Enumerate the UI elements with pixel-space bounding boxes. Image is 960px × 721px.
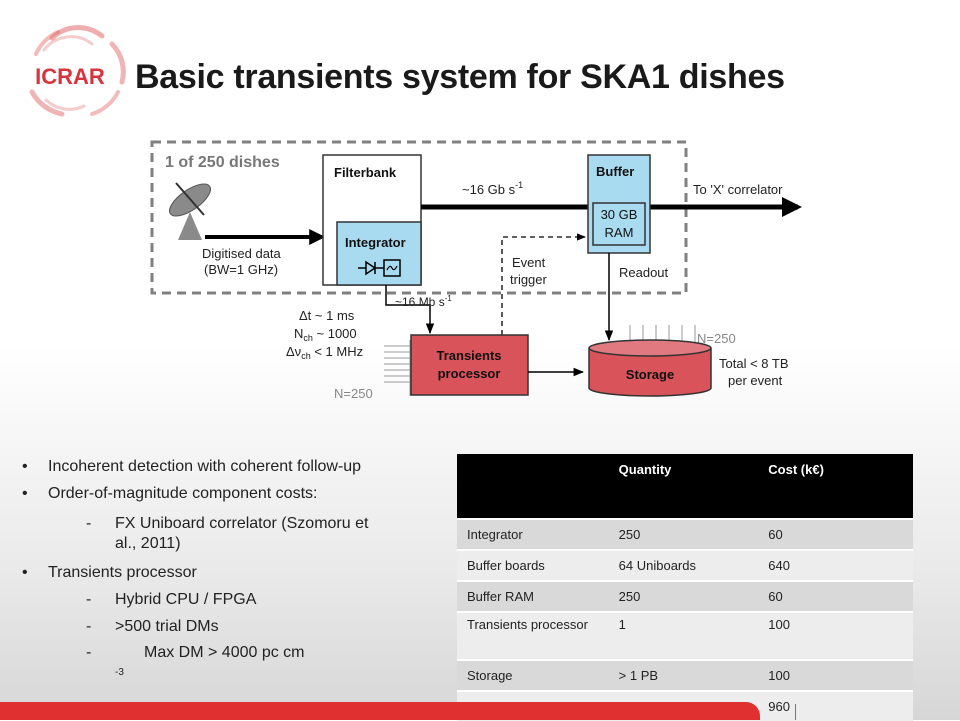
table-cell: 60 (758, 580, 913, 612)
table-cell: 64 Uniboards (608, 549, 759, 581)
footer-accent-bar (0, 702, 760, 720)
integrator-label: Integrator (345, 235, 406, 250)
table-row: Storage > 1 PB 100 (457, 659, 913, 691)
total-line2: per event (728, 373, 783, 388)
buffer-ram-box (592, 202, 646, 246)
transients-line1: Transients (436, 348, 501, 363)
event-trigger-line2: trigger (510, 272, 548, 287)
table-header: Cost (k€) (758, 454, 913, 519)
system-diagram: 1 of 250 dishes Digitised data (BW=1 GHz… (150, 140, 802, 401)
sub-bullet-item: Hybrid CPU / FPGA (86, 590, 406, 610)
bullet-item: Order-of-magnitude component costs: (22, 485, 317, 503)
dish-group-label: 1 of 250 dishes (165, 154, 280, 171)
params-line1: Δt ~ 1 ms (299, 308, 355, 323)
satellite-dish-icon (169, 182, 211, 240)
table-row: Buffer RAM 250 60 (457, 580, 913, 612)
table-cell: Buffer boards (457, 549, 609, 581)
sub-bullet-item: >500 trial DMs (86, 617, 406, 637)
buffer-label: Buffer (596, 164, 634, 179)
table-cell: 250 (608, 518, 759, 550)
table-header (457, 454, 609, 519)
table-cell: 1 (608, 611, 759, 660)
table-cell: Transients processor (457, 611, 609, 660)
transients-processor-box (410, 334, 529, 396)
event-trigger-line1: Event (512, 255, 546, 270)
table-cell: 100 (758, 659, 913, 691)
correlator-label: To 'X' correlator (693, 182, 783, 197)
filterbank-label: Filterbank (334, 165, 397, 180)
table-row: Buffer boards 64 Uniboards 640 (457, 549, 913, 581)
table-cell: > 1 PB (608, 659, 759, 691)
table-cell: Buffer RAM (457, 580, 609, 612)
table-row: Transients processor 1 100 (457, 611, 913, 660)
sub-bullet-item: FX Uniboard correlator (Szomoru et al., … (86, 514, 406, 554)
sub-bullet-item: Max DM > 4000 pc cm-3 (86, 643, 406, 687)
dish-group-border (150, 140, 688, 295)
integrator-to-transients-arrow (385, 285, 435, 335)
readout-label: Readout (619, 265, 669, 280)
page-title: Basic transients system for SKA1 dishes (135, 58, 785, 96)
table-cell: Integrator (457, 518, 609, 550)
table-cell: Storage (457, 659, 609, 691)
storage-cylinder (588, 339, 712, 397)
table-cell: 100 (758, 611, 913, 660)
integrator-box (336, 221, 422, 286)
bullet-item: Transients processor (22, 564, 197, 582)
rate-high: ~16 Gb s-1 (462, 180, 523, 197)
icrar-logo: ICRAR (29, 25, 126, 117)
table-cell: 250 (608, 580, 759, 612)
table-header-row: Quantity Cost (k€) (457, 454, 913, 519)
input-lines-left (384, 340, 411, 396)
buffer-ram-line2: RAM (605, 225, 634, 240)
logo-text: ICRAR (35, 64, 105, 89)
storage-label: Storage (626, 367, 674, 382)
digitised-line1: Digitised data (202, 246, 282, 261)
table-header: Quantity (608, 454, 759, 519)
table-row: Integrator 250 60 (457, 518, 913, 550)
diode-filter-icon (358, 259, 401, 277)
table-cell: 960 (758, 690, 913, 721)
table-cell: 640 (758, 549, 913, 581)
total-line1: Total < 8 TB (719, 356, 789, 371)
params-line2: Nch ~ 1000 (294, 326, 357, 343)
cost-table: Quantity Cost (k€) Integrator 250 60 Buf… (457, 454, 913, 721)
params-line3: Δνch < 1 MHz (286, 344, 363, 361)
digitised-line2: (BW=1 GHz) (204, 262, 278, 277)
transients-line2: processor (438, 366, 501, 381)
event-trigger-arrow (501, 233, 586, 335)
bullet-item: Incoherent detection with coherent follo… (22, 458, 361, 476)
n250-right: N=250 (697, 331, 736, 346)
footer-divider (795, 704, 796, 720)
buffer-ram-line1: 30 GB (601, 207, 638, 222)
rate-low: ~16 Mb s-1 (395, 294, 452, 309)
n250-left: N=250 (334, 386, 373, 401)
table-cell: 60 (758, 518, 913, 550)
